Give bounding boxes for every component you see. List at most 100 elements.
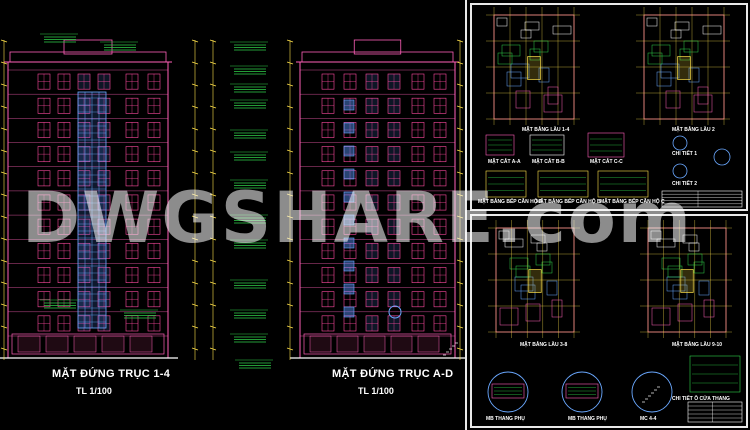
room [683,40,699,53]
room [693,261,705,274]
dimension-tick [209,127,217,131]
shopfront [73,335,97,353]
detail-label: MẶT CẮT B-B [532,159,565,165]
dimension-tick [0,83,8,87]
stair-core [677,56,691,80]
dimension-tick [209,39,217,43]
room [551,299,563,318]
dimension-tick [209,325,217,329]
shopfront [336,335,359,353]
detail-frame [565,383,599,399]
highlight-window [343,145,355,157]
ground-floor [11,333,165,355]
room [687,253,703,266]
dimension-tick [0,39,8,43]
dimension-tick [456,325,464,329]
room [515,90,531,109]
dimension-tick [191,61,199,65]
room [510,63,530,79]
highlight-window [343,283,355,295]
dimension-tick [191,325,199,329]
detail-frame [597,170,649,198]
room [533,40,549,53]
dimension-tick [286,347,294,351]
detail-frame [689,355,741,393]
dimension-tick [191,281,199,285]
detail-frame [529,134,565,156]
room [688,67,700,83]
room [660,63,680,79]
room [702,25,722,35]
dimension-tick [0,149,8,153]
highlight-window [343,237,355,249]
dimension-tick [0,193,8,197]
dimension-tick [286,303,294,307]
dimension-tick [286,83,294,87]
dimension-tick [286,237,294,241]
roof-parapet [301,51,454,63]
floor-plans-sheet-bottom: MẶT BẰNG LẦU 3-8 MẶT BẰNG LẦU 9-10 MB TH… [470,214,748,428]
dimension-tick [0,127,8,131]
room [703,299,715,318]
detail-label: CHI TIẾT 2 [672,181,698,187]
stair-detail-circle [487,371,529,413]
room [547,86,559,105]
room [515,265,531,278]
shopfront [17,335,41,353]
room [546,280,558,296]
highlight-window [343,214,355,226]
room [520,29,532,39]
dimension-tick [0,347,8,351]
stair-core [527,56,541,80]
dimension-tick [0,259,8,263]
shopfront [390,335,413,353]
stair-core [680,269,694,293]
dimension-tick [191,347,199,351]
dimension-tick [286,61,294,65]
detail-label: CHI TIẾT 1 [672,151,698,157]
dimension-tick [191,149,199,153]
round-window [388,305,402,319]
detail-label: MB THANG PHỤ [568,416,607,422]
detail-circle [713,148,731,166]
dimension-tick [456,149,464,153]
elevations-sheet: MẶT ĐỨNG TRỤC 1-4 TL 1/100 MẶT ĐỨNG TRỤC… [0,0,467,430]
dimension-tick [286,105,294,109]
room [650,230,662,240]
room [524,21,540,31]
dimension-tick [456,171,464,175]
dimension-tick [286,325,294,329]
detail-frame [491,383,525,399]
dimension-tick [191,39,199,43]
dimension-tick [456,61,464,65]
room [651,307,671,326]
dimension-tick [0,105,8,109]
detail-frame [485,170,527,198]
dimension-tick [456,83,464,87]
roof-tower [63,39,113,55]
ground-floor [303,333,452,355]
room [693,94,713,113]
highlight-window [343,260,355,272]
dimension-tick [209,193,217,197]
detail-circle [672,163,688,179]
elevation-left-title: MẶT ĐỨNG TRỤC 1-4 [52,368,171,380]
room [520,284,536,300]
plan-label: MẶT BẰNG LẦU 3-8 [520,342,568,348]
dimension-tick [209,105,217,109]
dimension-tick [209,237,217,241]
roof-tower [353,39,402,55]
elevation-right-scale: TL 1/100 [358,386,394,396]
dimension-tick [286,215,294,219]
dimension-tick [286,39,294,43]
room [679,48,691,61]
shopfront [101,335,125,353]
room [698,280,710,296]
room [661,257,681,270]
dimension-tick [209,149,217,153]
dimension-tick [191,303,199,307]
dimension-tick [191,215,199,219]
highlight-window [343,168,355,180]
dimension-tick [191,105,199,109]
shopfront [45,335,69,353]
